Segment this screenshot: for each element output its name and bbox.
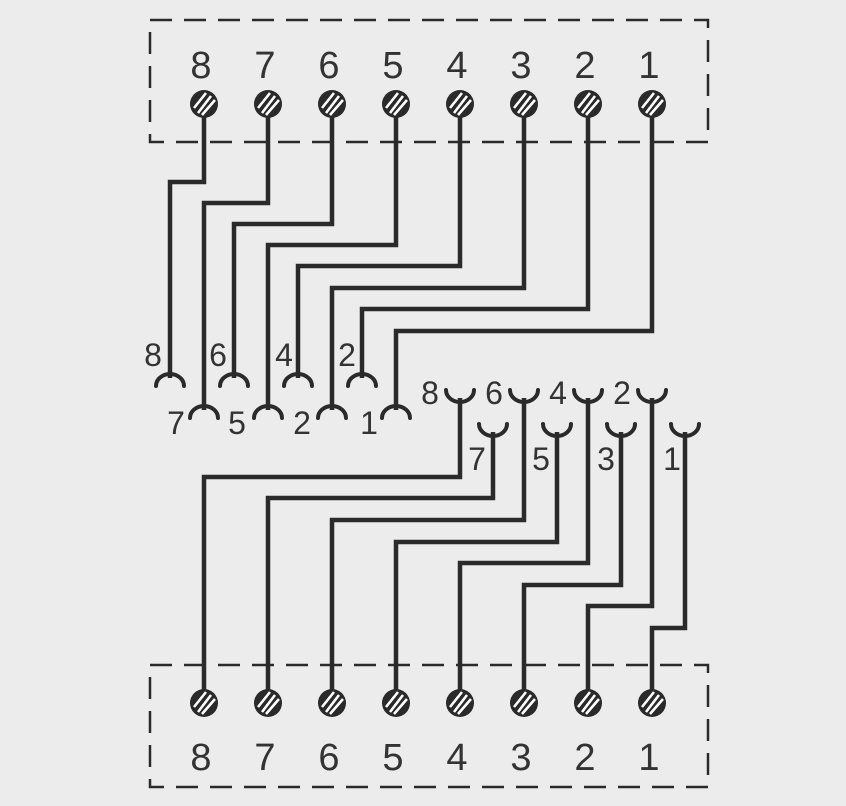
- left-pin-label: 4: [275, 337, 293, 373]
- socket-contact-icon: [572, 388, 604, 404]
- screw-terminal-icon: [636, 88, 668, 120]
- wire-bottom-5: [393, 432, 560, 703]
- top-terminal-label: 5: [382, 45, 403, 87]
- wire-bottom-6: [329, 398, 527, 703]
- bottom-wires: [201, 398, 688, 703]
- socket-contact-icon: [541, 422, 573, 438]
- right-pin-label: 3: [597, 441, 615, 477]
- top-terminal-label: 3: [510, 45, 531, 87]
- screw-terminal-icon: [444, 88, 476, 120]
- screw-terminal-icon: [508, 687, 540, 719]
- wire-top-8: [167, 104, 207, 378]
- right-socket-labels: 8 6 4 2 7 5 3 1: [421, 375, 681, 477]
- wire-bottom-1: [649, 432, 688, 703]
- screw-terminal-icon: [380, 88, 412, 120]
- left-pin-label: 2: [338, 337, 356, 373]
- screw-terminal-icon: [188, 88, 220, 120]
- right-pin-label: 1: [663, 441, 681, 477]
- left-socket-contacts: [154, 372, 412, 420]
- left-socket-labels: 8 6 4 2 7 5 2 1: [144, 337, 378, 441]
- top-screw-terminals: [188, 88, 668, 120]
- wire-bottom-2: [585, 398, 655, 703]
- socket-contact-icon: [605, 422, 637, 438]
- right-pin-label: 5: [532, 441, 550, 477]
- wire-bottom-7: [265, 432, 496, 703]
- top-wires: [167, 104, 655, 410]
- socket-contact-icon: [477, 422, 509, 438]
- left-pin-label: 2: [293, 405, 311, 441]
- top-terminal-block-frame: [148, 18, 710, 144]
- bottom-terminal-label: 1: [638, 737, 659, 779]
- right-pin-label: 6: [485, 375, 503, 411]
- top-terminal-label: 1: [638, 45, 659, 87]
- bottom-terminal-block-frame: [148, 663, 710, 789]
- wire-top-3: [329, 104, 527, 410]
- top-terminal-label: 7: [254, 45, 275, 87]
- right-pin-label: 8: [421, 375, 439, 411]
- left-pin-label: 1: [360, 405, 378, 441]
- bottom-terminal-label: 8: [190, 737, 211, 779]
- socket-contact-icon: [316, 404, 348, 420]
- top-terminal-label: 6: [318, 45, 339, 87]
- wire-top-2: [359, 104, 591, 378]
- wire-top-7: [201, 104, 271, 410]
- socket-contact-icon: [346, 372, 378, 388]
- bottom-terminal-label: 4: [446, 737, 467, 779]
- top-terminal-labels: 8 7 6 5 4 3 2 1: [190, 45, 659, 87]
- screw-terminal-icon: [508, 88, 540, 120]
- socket-contact-icon: [636, 388, 668, 404]
- wire-bottom-3: [521, 432, 624, 703]
- left-pin-label: 7: [167, 405, 185, 441]
- screw-terminal-icon: [252, 88, 284, 120]
- screw-terminal-icon: [316, 88, 348, 120]
- wire-top-1: [393, 104, 655, 410]
- screw-terminal-icon: [188, 687, 220, 719]
- socket-contact-icon: [380, 404, 412, 420]
- screw-terminal-icon: [572, 88, 604, 120]
- right-socket-contacts: [444, 388, 701, 438]
- bottom-terminal-label: 5: [382, 737, 403, 779]
- socket-contact-icon: [252, 404, 284, 420]
- right-pin-label: 2: [613, 375, 631, 411]
- screw-terminal-icon: [252, 687, 284, 719]
- wire-bottom-4: [457, 398, 591, 703]
- left-pin-label: 8: [144, 337, 162, 373]
- wire-top-4: [295, 104, 463, 378]
- left-pin-label: 6: [209, 337, 227, 373]
- right-pin-label: 7: [468, 441, 486, 477]
- wire-bottom-8: [201, 398, 463, 703]
- socket-contact-icon: [282, 372, 314, 388]
- socket-contact-icon: [669, 422, 701, 438]
- bottom-screw-terminals: [188, 687, 668, 719]
- bottom-terminal-label: 3: [510, 737, 531, 779]
- screw-terminal-icon: [636, 687, 668, 719]
- socket-contact-icon: [218, 372, 250, 388]
- socket-contact-icon: [154, 372, 186, 388]
- bottom-terminal-label: 6: [318, 737, 339, 779]
- wire-top-6: [231, 104, 335, 378]
- screw-terminal-icon: [380, 687, 412, 719]
- top-terminal-label: 2: [574, 45, 595, 87]
- left-pin-label: 5: [228, 405, 246, 441]
- wire-top-5: [265, 104, 399, 410]
- top-terminal-label: 4: [446, 45, 467, 87]
- socket-contact-icon: [444, 388, 476, 404]
- socket-contact-icon: [508, 388, 540, 404]
- socket-contact-icon: [188, 404, 220, 420]
- screw-terminal-icon: [444, 687, 476, 719]
- top-terminal-label: 8: [190, 45, 211, 87]
- bottom-terminal-label: 2: [574, 737, 595, 779]
- bottom-terminal-labels: 8 7 6 5 4 3 2 1: [190, 737, 659, 779]
- bottom-terminal-label: 7: [254, 737, 275, 779]
- screw-terminal-icon: [316, 687, 348, 719]
- screw-terminal-icon: [572, 687, 604, 719]
- right-pin-label: 4: [549, 375, 567, 411]
